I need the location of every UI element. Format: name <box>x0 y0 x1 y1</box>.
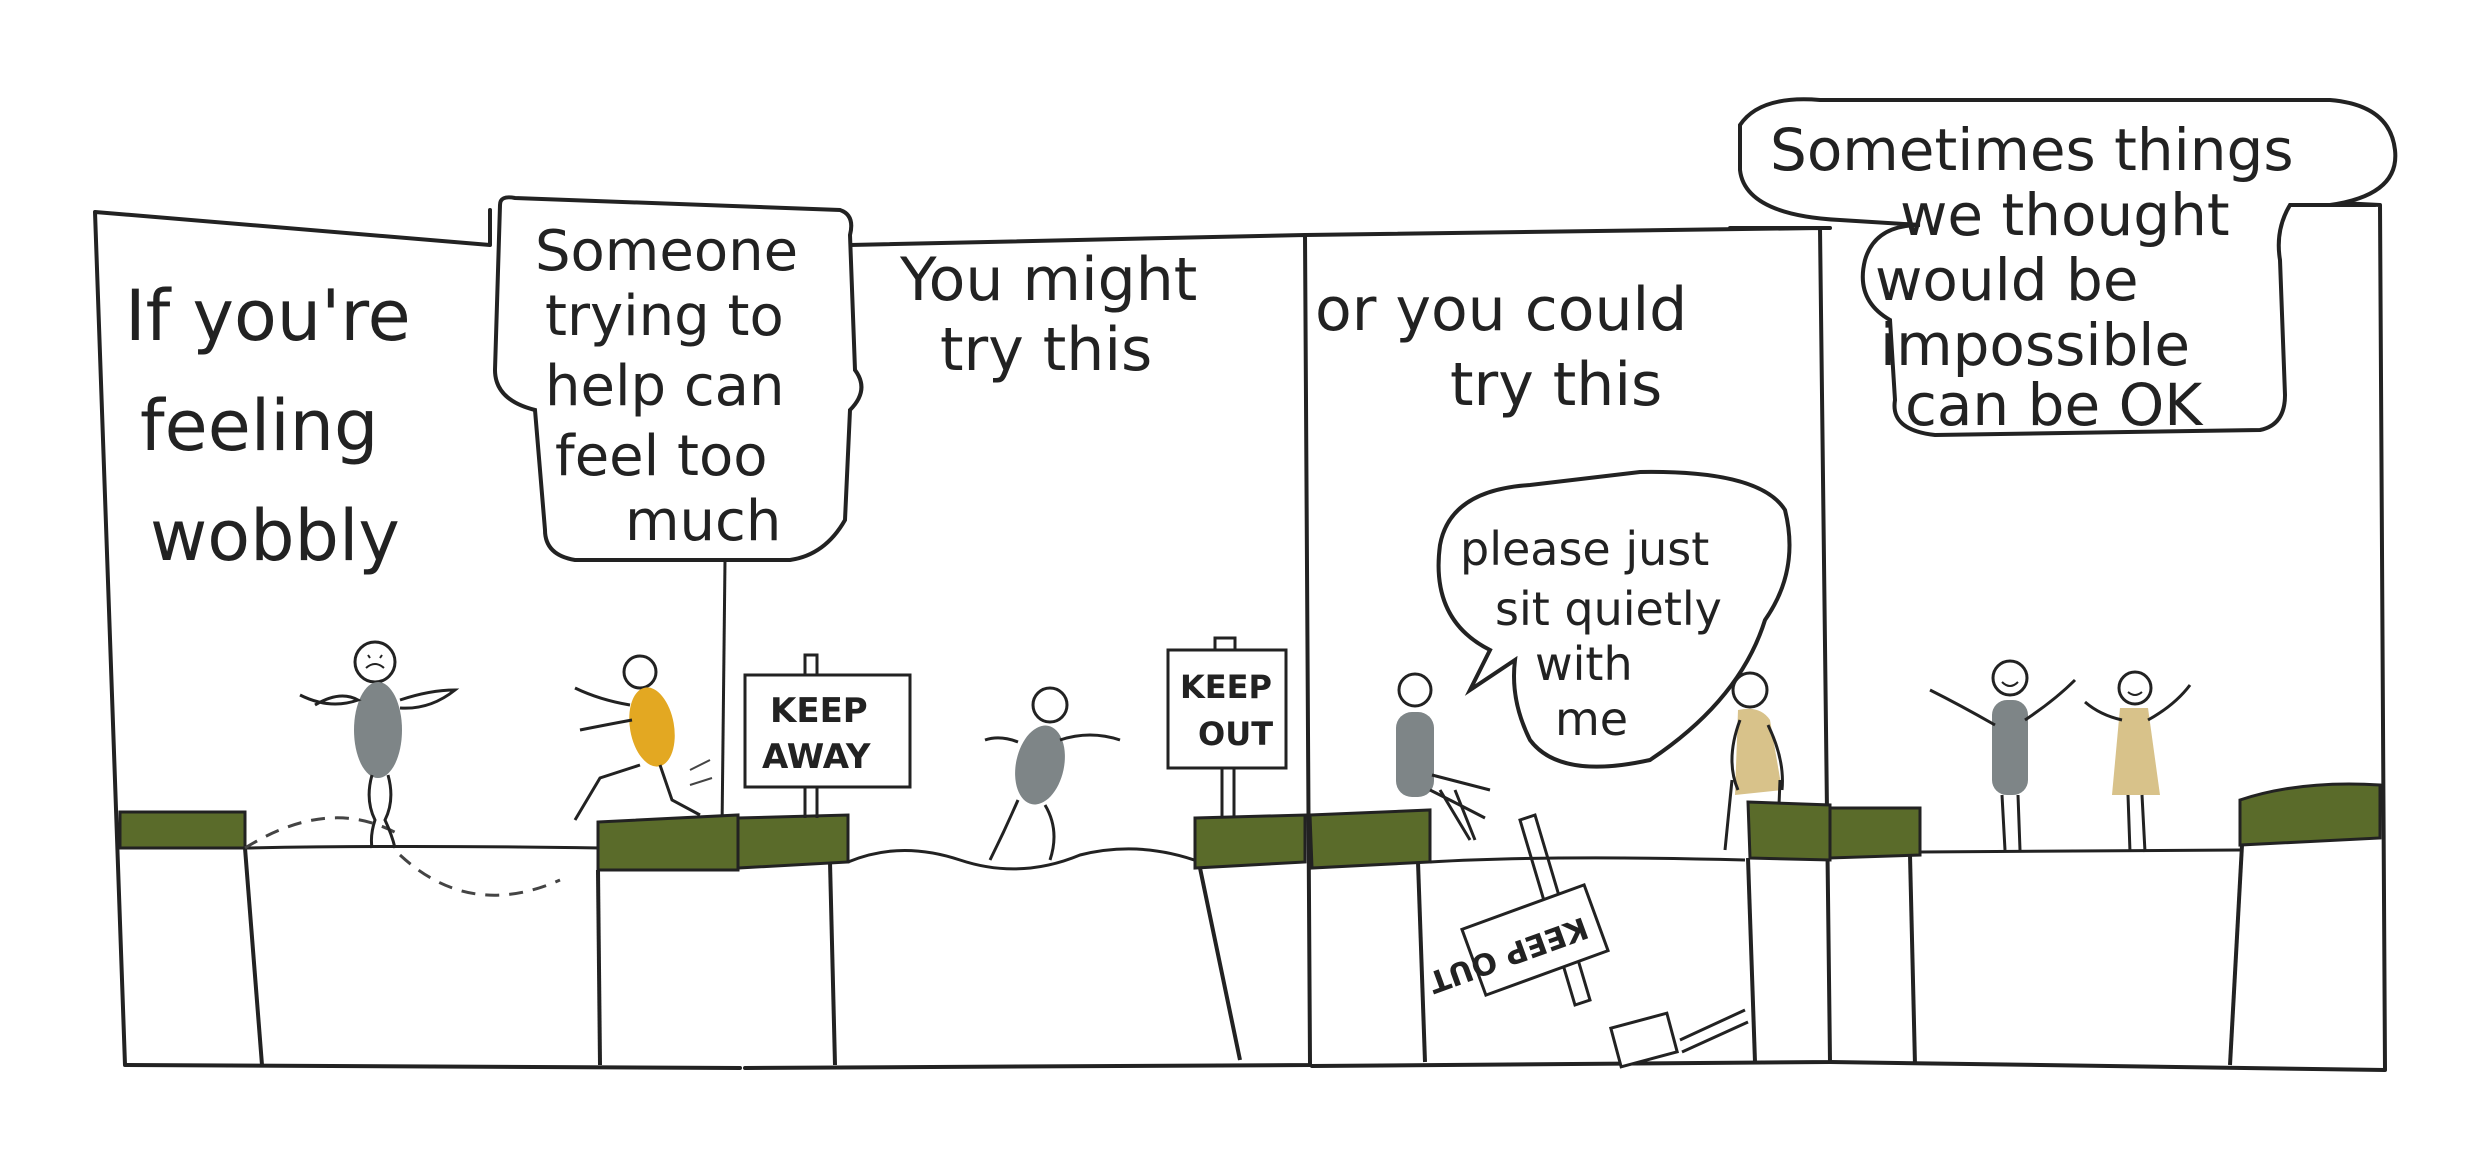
happy-grey-person-body <box>1992 700 2028 795</box>
panel-4-right-cliff-edge <box>1746 857 1757 1063</box>
panel-5-speech-text: Sometimes things we thought would be imp… <box>1770 116 2312 439</box>
panel-3-frame <box>1303 226 1832 1068</box>
panel-2-frame <box>743 233 1312 1070</box>
beige-person-arms <box>1730 719 1784 791</box>
keep-away-sign-post <box>803 653 819 818</box>
wobbly-person-body <box>354 682 402 778</box>
fallen-keep-away-sign <box>1608 1008 1749 1069</box>
happy-grey-person <box>1929 659 2077 851</box>
panel-4-ground <box>1429 856 1746 864</box>
sitting-person-legs <box>1429 773 1491 820</box>
helper-person-arms <box>574 686 633 732</box>
wobbly-person-face <box>365 654 385 669</box>
fallen-keep-away-post <box>1679 1008 1749 1054</box>
fallen-keep-away-board <box>1608 1011 1680 1069</box>
panel-5: Sometimes things we thought would be imp… <box>1738 97 2398 1066</box>
wobbly-person-2-head <box>1031 686 1069 724</box>
panel-5-left-cliff-edge <box>1908 854 1917 1066</box>
wobbly-person-arms <box>299 688 460 710</box>
panel-5-speech-bubble <box>1738 97 2398 438</box>
beige-person <box>1723 671 1784 851</box>
happy-grey-person-arms <box>1929 678 2077 727</box>
wobbly-person <box>299 640 460 849</box>
panel-4-right-cliff <box>1746 800 1832 862</box>
happy-grey-person-legs <box>2000 794 2022 851</box>
panel-3-right-cliff <box>1193 813 1307 870</box>
beige-person-head <box>1731 671 1769 709</box>
sitting-person-seat <box>1438 789 1477 841</box>
keep-out-sign: KEEP OUT <box>1166 636 1288 818</box>
fallen-keep-out-sign: KEEP OUT <box>1423 813 1610 1007</box>
gap-surface <box>244 845 601 850</box>
middle-cliff-edge <box>596 869 602 1066</box>
middle-cliff <box>596 813 740 872</box>
panel-5-left-cliff <box>1828 806 1922 860</box>
happy-grey-person-smile <box>2001 681 2019 687</box>
helper-person-head <box>622 654 658 690</box>
happy-beige-person-head <box>2117 670 2153 706</box>
happy-beige-person-body <box>2112 708 2160 795</box>
happy-grey-person-head <box>1991 659 2029 697</box>
helper-person-body <box>629 687 675 767</box>
panel-4-left-cliff-edge <box>1416 861 1427 1063</box>
panel-3-left-cliff-edge <box>828 861 837 1066</box>
helper-speed-lines <box>689 759 713 786</box>
happy-beige-person-legs <box>2126 794 2147 853</box>
wobbly-person-2-legs <box>988 799 1056 861</box>
keep-out-sign-text: KEEP OUT <box>1180 668 1283 753</box>
panel-4-left-cliff <box>1308 808 1432 870</box>
sitting-person-head <box>1397 672 1433 708</box>
panel-2-speech-text: Someone trying to help can feel too much <box>535 219 816 554</box>
keep-away-sign-board <box>743 673 912 789</box>
happy-beige-person <box>2084 670 2192 853</box>
wobbly-person-legs <box>367 774 397 849</box>
panel-3: You might try this KEEP AWAY <box>736 245 1307 1066</box>
panel-5-ground <box>1919 848 2241 854</box>
left-cliff <box>118 810 247 850</box>
panel-4-speech-text: please just sit quietly with me <box>1460 522 1737 746</box>
panel-4: or you could try this please just sit qu… <box>1308 275 1832 1069</box>
sitting-person <box>1396 672 1491 841</box>
wobbly-person-2 <box>984 686 1121 861</box>
helper-person-legs <box>573 763 701 821</box>
keep-away-sign: KEEP AWAY <box>743 653 912 818</box>
beige-person-body <box>1735 708 1782 795</box>
panel-2-speech-tail <box>720 559 727 831</box>
wobbly-person-2-body <box>1015 725 1065 805</box>
panel-4-speech-bubble <box>1436 469 1792 769</box>
panel-3-ground <box>847 847 1201 871</box>
panel-5-right-cliff-edge <box>2228 844 2244 1066</box>
panel-1-caption: If you're feeling wobbly <box>125 275 433 577</box>
panel-1-frame <box>93 208 742 1070</box>
panel-3-right-cliff-edge <box>1198 867 1242 1061</box>
panel-3-caption: You might try this <box>899 245 1216 385</box>
wobbly-person-head <box>353 640 397 684</box>
panel-4-caption: or you could try this <box>1315 275 1706 420</box>
panel-5-right-cliff <box>2238 782 2382 847</box>
keep-away-sign-text: KEEP AWAY <box>762 691 880 777</box>
happy-beige-person-smile <box>2127 691 2143 696</box>
fallen-sign-board <box>1460 882 1610 998</box>
sitting-person-body <box>1396 712 1434 797</box>
wobbly-person-2-arms <box>984 733 1121 744</box>
helper-person <box>573 654 713 821</box>
panel-2: Someone trying to help can feel too much <box>492 195 864 1066</box>
panel-2-speech-bubble <box>492 195 864 562</box>
wobble-lines <box>244 816 561 897</box>
happy-beige-person-arms <box>2084 684 2192 722</box>
panel-3-left-cliff <box>736 813 850 870</box>
keep-out-sign-board <box>1166 648 1288 770</box>
left-cliff-edge <box>243 847 264 1066</box>
keep-out-sign-post <box>1213 636 1237 818</box>
panel-1: If you're feeling wobbly <box>118 275 601 1066</box>
